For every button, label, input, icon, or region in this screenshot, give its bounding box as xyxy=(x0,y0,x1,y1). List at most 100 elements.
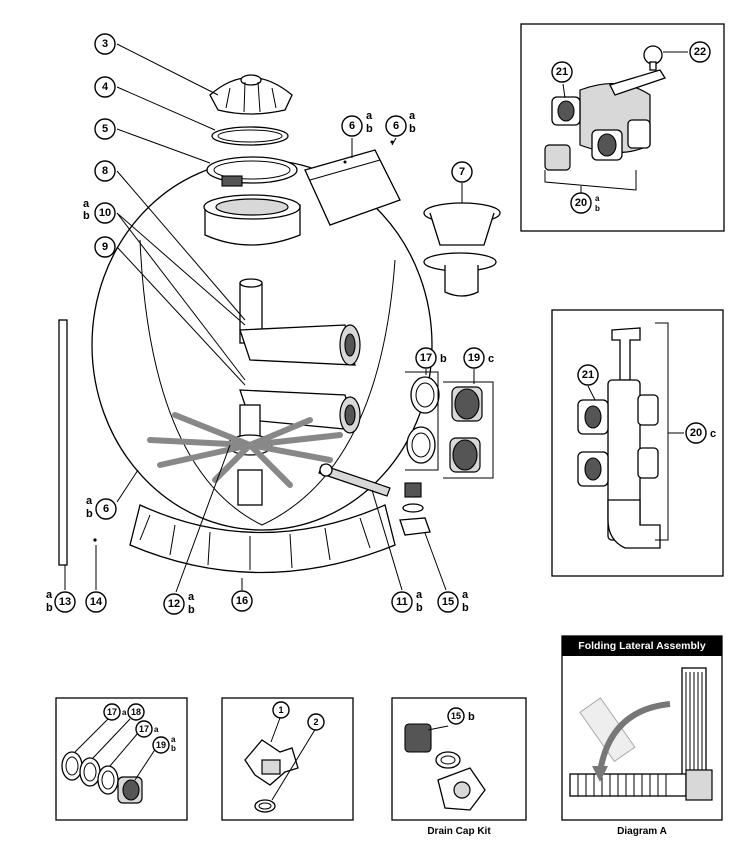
svg-text:c: c xyxy=(488,353,494,365)
air-relief-tube xyxy=(58,319,68,566)
callout-19-kit: 19 xyxy=(152,736,170,754)
svg-text:6: 6 xyxy=(393,120,399,132)
callout-5: 5 xyxy=(94,118,116,140)
folding-lateral-header: Folding Lateral Assembly xyxy=(562,636,722,656)
filter-tank xyxy=(91,159,433,574)
svg-text:b: b xyxy=(188,604,195,616)
callout-6-side: 6 xyxy=(95,498,117,520)
callout-2: 2 xyxy=(307,713,325,731)
callout-18: 18 xyxy=(127,703,145,721)
svg-text:a: a xyxy=(409,110,416,122)
svg-text:a: a xyxy=(122,708,127,717)
svg-text:6: 6 xyxy=(103,503,109,515)
svg-text:4: 4 xyxy=(102,81,109,93)
callout-17a-kit-b: 17 xyxy=(135,720,153,738)
inset-multiport-valve xyxy=(520,23,725,232)
svg-text:7: 7 xyxy=(459,166,465,178)
callout-6-top-b: 6 xyxy=(385,115,407,137)
svg-text:a: a xyxy=(154,725,159,734)
svg-text:b: b xyxy=(409,123,416,135)
svg-text:b: b xyxy=(46,602,53,614)
callout-9: 9 xyxy=(94,236,116,258)
leader-lines xyxy=(64,43,475,593)
tank-base xyxy=(129,504,396,574)
svg-text:19: 19 xyxy=(468,352,480,364)
svg-text:a: a xyxy=(366,110,373,122)
callout-20-top: 20 xyxy=(570,192,592,214)
clamp xyxy=(206,156,298,187)
callout-20-mid: 20 xyxy=(685,422,707,444)
callout-12: 12 xyxy=(163,593,185,615)
svg-text:15: 15 xyxy=(442,596,454,608)
callout-13: 13 xyxy=(54,591,76,613)
svg-text:11: 11 xyxy=(396,596,408,608)
callout-7: 7 xyxy=(451,161,473,183)
inset-folding-lateral xyxy=(561,635,723,821)
svg-text:17: 17 xyxy=(107,707,117,717)
svg-text:3: 3 xyxy=(102,38,108,50)
svg-text:b: b xyxy=(462,602,469,614)
svg-text:a: a xyxy=(416,589,423,601)
callout-8: 8 xyxy=(94,160,116,182)
svg-text:17: 17 xyxy=(139,724,149,734)
svg-text:12: 12 xyxy=(168,598,180,610)
svg-text:21: 21 xyxy=(582,369,594,381)
svg-text:a: a xyxy=(86,495,93,507)
svg-text:8: 8 xyxy=(102,165,108,177)
callout-21-top: 21 xyxy=(551,61,573,83)
svg-text:c: c xyxy=(710,428,716,440)
callout-22: 22 xyxy=(689,41,711,63)
callout-17a-kit: 17 xyxy=(103,703,121,721)
svg-text:19: 19 xyxy=(156,740,166,750)
internal-manifold xyxy=(147,278,361,506)
union-parts xyxy=(405,371,494,479)
callout-17b: 17 xyxy=(415,347,437,369)
drain-cap-caption: Drain Cap Kit xyxy=(427,826,491,837)
svg-text:a: a xyxy=(46,589,53,601)
inset-union-kit xyxy=(55,697,188,821)
svg-text:14: 14 xyxy=(90,596,103,608)
svg-text:b: b xyxy=(366,123,373,135)
svg-text:15: 15 xyxy=(451,711,461,721)
callout-10: 10 xyxy=(94,202,116,224)
callout-6-top: 6 xyxy=(341,115,363,137)
svg-text:b: b xyxy=(86,508,93,520)
callout-1: 1 xyxy=(272,701,290,719)
callout-16: 16 xyxy=(231,590,253,612)
callout-15: 15 xyxy=(437,591,459,613)
svg-text:9: 9 xyxy=(102,241,108,253)
svg-text:b: b xyxy=(83,210,90,222)
svg-text:20: 20 xyxy=(690,427,702,439)
svg-text:b: b xyxy=(440,353,447,365)
callout-4: 4 xyxy=(94,76,116,98)
callout-3: 3 xyxy=(94,33,116,55)
callout-14: 14 xyxy=(85,591,107,613)
svg-text:20: 20 xyxy=(575,197,587,209)
svg-text:b: b xyxy=(416,602,423,614)
callout-15b: 15 xyxy=(447,707,465,725)
diagram-a-caption: Diagram A xyxy=(617,826,667,837)
svg-text:a: a xyxy=(171,735,176,744)
laterals xyxy=(147,412,343,488)
callout-21-mid: 21 xyxy=(577,364,599,386)
svg-text:b: b xyxy=(595,204,600,213)
dome-cap xyxy=(209,74,293,115)
svg-text:16: 16 xyxy=(236,595,248,607)
svg-text:a: a xyxy=(462,589,469,601)
svg-text:6: 6 xyxy=(349,120,355,132)
svg-text:21: 21 xyxy=(556,66,568,78)
svg-text:2: 2 xyxy=(313,717,318,727)
svg-text:22: 22 xyxy=(694,46,706,58)
svg-text:b: b xyxy=(468,711,475,723)
svg-text:17: 17 xyxy=(420,352,432,364)
drain-fitting xyxy=(399,482,431,536)
callout-19c: 19 xyxy=(463,347,485,369)
diffuser xyxy=(423,202,501,297)
svg-text:a: a xyxy=(595,194,600,203)
callout-11: 11 xyxy=(391,591,413,613)
inset-air-relief xyxy=(221,697,354,821)
svg-text:1: 1 xyxy=(278,705,283,715)
svg-text:5: 5 xyxy=(102,123,108,135)
svg-text:a: a xyxy=(83,198,90,210)
